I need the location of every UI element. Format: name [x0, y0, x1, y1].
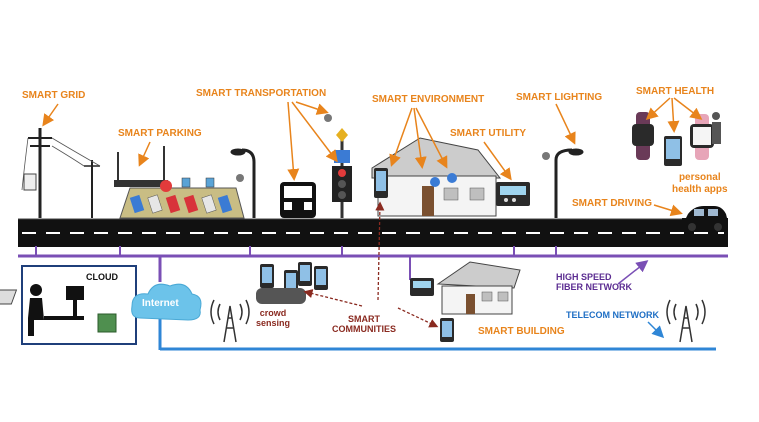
smart-driving-label: SMART DRIVING	[572, 198, 652, 209]
cloud-box	[0, 265, 137, 345]
parking-lot-icon	[114, 146, 245, 219]
smart-environment-label: SMART ENVIRONMENT	[372, 94, 485, 105]
smart-health-label: SMART HEALTH	[636, 86, 715, 97]
telecom-network-label: TELECOM NETWORK	[566, 310, 659, 320]
smart-utility-label: SMART UTILITY	[450, 128, 527, 139]
fiber-network-lines	[18, 246, 728, 285]
bus-icon	[280, 182, 316, 218]
telecom-network-lines	[158, 318, 716, 351]
high-speed-fiber-network-label: HIGH SPEED FIBER NETWORK	[556, 272, 632, 293]
house-icon	[371, 137, 502, 217]
label-arrows	[42, 97, 703, 217]
traffic-light-icon	[324, 114, 352, 218]
street-lamp-icon	[230, 148, 256, 218]
internet-cloud	[131, 283, 202, 321]
crowd-sensing-label: crowd sensing	[256, 308, 291, 329]
smart-communities-label: SMART COMMUNITIES	[332, 314, 396, 335]
smartwatch-icon	[632, 112, 721, 166]
road	[18, 218, 728, 247]
smart-building-label: SMART BUILDING	[478, 326, 565, 337]
smart-grid-label: SMART GRID	[22, 90, 86, 101]
server-icon	[0, 289, 117, 333]
communities-arrows	[303, 201, 439, 328]
internet-label: Internet	[142, 298, 179, 309]
cell-tower-icon	[666, 299, 706, 343]
street-lamp-icon	[542, 148, 584, 218]
smart-parking-label: SMART PARKING	[118, 128, 202, 139]
cloud-label: CLOUD	[86, 272, 118, 282]
smart-transportation-label: SMART TRANSPORTATION	[196, 88, 327, 99]
cell-tower-icon	[210, 299, 250, 343]
meter-icon	[496, 182, 530, 206]
power-pole-icon	[21, 128, 101, 218]
house-icon	[410, 261, 521, 342]
smart-lighting-label: SMART LIGHTING	[516, 92, 603, 103]
smartphone-icon	[256, 262, 328, 304]
car-icon	[682, 206, 728, 231]
computer-user-icon	[28, 284, 84, 336]
personal-health-apps-label: personal health apps	[672, 172, 728, 195]
